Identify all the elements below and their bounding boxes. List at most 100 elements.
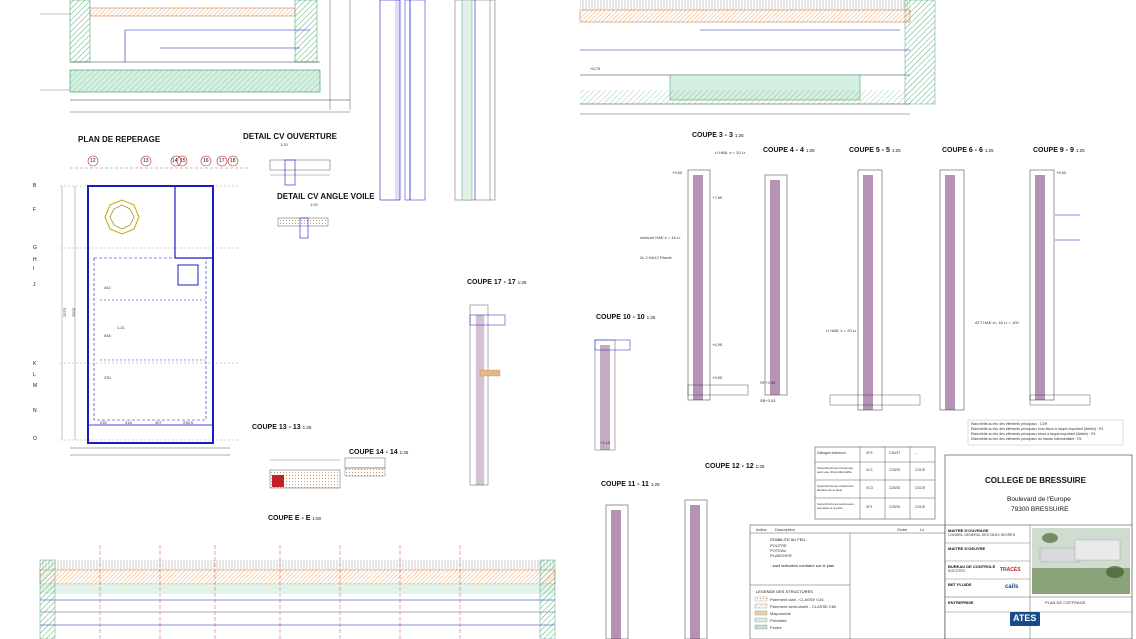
table-row-2-c4: CS1/E	[915, 468, 926, 472]
coupe-17-17	[469, 304, 506, 486]
coupe-13-13-scale: 1:25	[302, 425, 312, 430]
level-6: SB+3,93	[760, 398, 776, 403]
coupe-13-14	[269, 457, 386, 489]
legend-item-4: Prédalles	[770, 618, 787, 623]
legend-item-1: Parement clair - CLASSE C44	[770, 597, 824, 602]
caillis-logo: cails	[1005, 584, 1019, 590]
legend-item-2: Parement semi-ciselé - CLASSE C60	[770, 604, 837, 609]
trace-logo: TRACÉS	[1000, 567, 1021, 573]
grid-left-k: K	[33, 361, 37, 367]
legend-title: LEGENDE DES STRUCTURES	[756, 589, 813, 594]
level-1: +9,50	[672, 170, 683, 175]
title-detail-cv-ouverture: DETAIL CV OUVERTURE	[243, 132, 337, 141]
coupe-12-12-scale: 1:25	[755, 464, 765, 469]
note-right-1: Etanchéité au feu des éléments principau…	[971, 422, 1048, 426]
coupe-4-4-scale: 1:25	[805, 148, 815, 153]
table-row-2-c3: C25/30	[889, 468, 901, 472]
grid-top-12: 12	[90, 158, 96, 164]
table-row-4-c2: XF1	[866, 505, 873, 509]
coupe-10-10-scale: 1:25	[646, 315, 656, 320]
grid-left-j: J	[33, 282, 36, 288]
title-plan-reperage: PLAN DE REPERAGE	[78, 135, 161, 144]
grid-top-18: 18	[230, 158, 236, 164]
annotation-rive: 2x 2 HA12 Filante	[640, 255, 672, 260]
detail-cv	[269, 159, 331, 239]
table-row-1-c4: --	[915, 451, 918, 455]
level-4: +3,95	[712, 375, 723, 380]
coupe-9-9-scale: 1:25	[1075, 148, 1085, 153]
coupe-14-14-label: COUPE 14 - 14	[349, 449, 398, 456]
table-row-2-c1: Superstructures intérieures sans eau d'h…	[817, 466, 854, 474]
table-row-3-c1: Superstructures extérieures abritées de …	[817, 484, 854, 492]
level-9: +5,50	[1056, 170, 1067, 175]
coupes-3-9	[687, 169, 1091, 411]
project-address-1: Boulevard de l'Europe	[1007, 496, 1071, 503]
indice-header: Indice	[756, 527, 767, 532]
coupe-6-6-label: COUPE 6 - 6	[942, 147, 983, 154]
legend-poteau: POTEAU	[770, 548, 787, 553]
annotation-uhab-2: U HAB. e = 20 Lr	[826, 328, 857, 333]
grid-top-16: 16	[203, 158, 209, 164]
coupe-17-17-scale: 1:25	[517, 280, 527, 285]
annotation-att: ATT HAE e= 16 Lr = 100	[975, 320, 1019, 325]
coupe-6-6-scale: 1:25	[984, 148, 994, 153]
level-8: +1,15	[600, 440, 611, 445]
coupe-10-10-label: COUPE 10 - 10	[596, 314, 645, 321]
bureau-controle-value: SOCOTEC	[948, 569, 966, 573]
table-row-4-c3: C25/30	[889, 505, 901, 509]
grid-top-13: 13	[143, 158, 149, 164]
coupe-3-3-scale: 1:25	[734, 133, 744, 138]
bet-fluide-label: BET FLUIDE	[948, 582, 972, 587]
maitre-oeuvre-label: MAITRE D'OEUVRE	[948, 546, 986, 551]
plan-dim-10: 230	[104, 375, 111, 380]
coupe-5-5-scale: 1:25	[891, 148, 901, 153]
level-3: +4,95	[712, 342, 723, 347]
coupe-11-11-label: COUPE 11 - 11	[601, 481, 649, 488]
table-row-1-c1: Dallages intérieurs	[817, 451, 846, 455]
plan-dim-5: 1.21	[117, 325, 125, 330]
coupe-e-e-scale: 1:50	[312, 516, 322, 521]
annotation-ceinture: ceinture HAE e = 16 Lr	[640, 235, 681, 240]
note-right-4: Etanchéité au feu des éléments principau…	[971, 437, 1082, 441]
project-address-2: 79300 BRESSUIRE	[1011, 506, 1069, 513]
plan-dim-4: 298,5	[183, 420, 194, 425]
grid-left-g: G	[33, 245, 37, 251]
grid-top-17: 17	[219, 158, 225, 164]
description-header: Description	[775, 527, 796, 532]
table-row-4-c1: Superstructures extérieures exposées à l…	[817, 502, 854, 510]
coupe-14-14-scale: 1:25	[399, 450, 409, 455]
legend-stabilite: STABILITE AU FEU :	[770, 537, 808, 542]
legend-poutre: POUTRE	[770, 543, 787, 548]
legend-item-5: Poutre	[770, 625, 782, 630]
grid-left-m: M	[33, 383, 38, 389]
legend-item-3: Maçonnerie	[770, 611, 791, 616]
coupe-4-4-label: COUPE 4 - 4	[763, 147, 804, 154]
legend-plancher: PLANCHER	[770, 553, 792, 558]
coupe-10-10	[594, 339, 631, 451]
maitre-ouvrage-value: CONSEIL GENERAL DES DEUX-SEVRES	[948, 533, 1016, 537]
annotation-uhab: U HAB. e = 20 Lr	[715, 150, 746, 155]
coupe-5-5-label: COUPE 5 - 5	[849, 147, 890, 154]
project-title: COLLEGE DE BRESSUIRE	[985, 476, 1086, 485]
grid-left-l: L	[33, 372, 36, 378]
table-row-1-c2: XF3	[866, 451, 873, 455]
table-row-3-c2: XC3	[866, 486, 873, 490]
notes-right-frame	[967, 419, 1124, 446]
coupe-13-13-label: COUPE 13 - 13	[252, 424, 301, 431]
coupe-9-9-label: COUPE 9 - 9	[1033, 147, 1074, 154]
title-detail-cv-angle-voile: DETAIL CV ANGLE VOILE	[277, 192, 375, 201]
grid-left-n: N	[33, 408, 37, 414]
coupe-17-17-label: COUPE 17 - 17	[467, 279, 516, 286]
detail-cv-ouverture-scale: 1:20	[280, 142, 288, 147]
grid-left-b: B	[33, 183, 37, 189]
bureau-controle-label: BUREAU DE CONTROLE	[948, 564, 996, 569]
grid-top-15: 15	[180, 158, 186, 164]
